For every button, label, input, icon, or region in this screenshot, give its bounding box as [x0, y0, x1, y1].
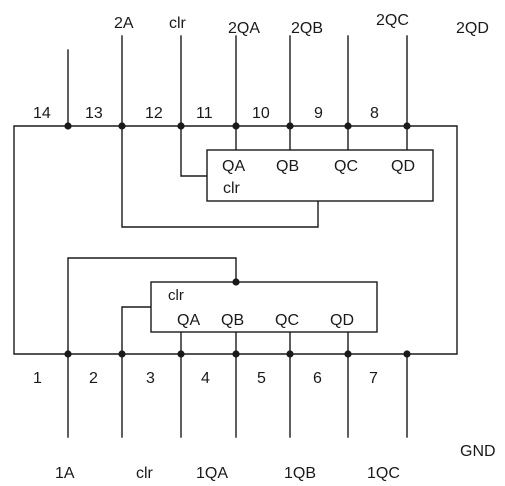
- pin-number: 9: [314, 105, 323, 122]
- top-signal-label: 2QA: [228, 20, 260, 37]
- pin-number: 11: [196, 105, 213, 122]
- upper-clr-label: clr: [223, 180, 241, 197]
- pin-number: 2: [89, 370, 98, 387]
- lower-qc-label: QC: [275, 312, 299, 329]
- junction-dot: [64, 122, 72, 130]
- bottom-signal-label: clr: [136, 465, 154, 482]
- bottom-signal-label: 1QC: [367, 465, 400, 482]
- lower-clr-label: clr: [168, 287, 184, 304]
- junction-dot: [118, 122, 126, 130]
- top-signal-label: 2A: [114, 15, 134, 32]
- junction-dot: [177, 122, 185, 130]
- junction-dot: [344, 122, 352, 130]
- pin-number: 8: [370, 105, 379, 122]
- pin-number: 5: [257, 370, 266, 387]
- pin-number: 1: [33, 370, 42, 387]
- junction-dot: [177, 350, 185, 358]
- top-signal-label: 2QD: [456, 20, 489, 37]
- top-signal-label: clr: [169, 15, 187, 32]
- lower-qb-label: QB: [221, 312, 244, 329]
- upper-qa-label: QA: [222, 158, 245, 175]
- lower-qa-label: QA: [177, 312, 200, 329]
- junction-dot: [344, 350, 352, 358]
- upper-qc-label: QC: [334, 158, 358, 175]
- clr-lower-wire: [121, 306, 152, 355]
- lower-counter-box: [150, 281, 378, 333]
- pin-number: 12: [145, 105, 163, 122]
- junction-dot: [286, 350, 294, 358]
- bottom-signal-label: 1QA: [196, 465, 228, 482]
- junction-dot: [232, 122, 240, 130]
- junction-dot: [286, 122, 294, 130]
- upper-counter-box: [206, 149, 434, 202]
- pin-number: 13: [85, 105, 103, 122]
- junction-dot: [403, 350, 411, 358]
- input-1a-wire: [67, 257, 237, 355]
- pin-number: 7: [369, 370, 378, 387]
- clr-upper-wire: [180, 125, 208, 177]
- gnd-label: GND: [460, 443, 496, 460]
- pin-number: 6: [313, 370, 322, 387]
- top-signal-label: 2QC: [376, 12, 409, 29]
- pin-number: 4: [201, 370, 210, 387]
- junction-dot: [118, 350, 126, 358]
- input-2a-wire: [121, 125, 319, 228]
- top-signal-label: 2QB: [291, 20, 323, 37]
- junction-dot: [403, 122, 411, 130]
- junction-dot: [64, 350, 72, 358]
- bottom-signal-label: 1A: [55, 465, 75, 482]
- junction-dot: [232, 350, 240, 358]
- lower-qd-label: QD: [330, 312, 354, 329]
- pin-number: 10: [252, 105, 270, 122]
- pin-number: 14: [33, 105, 51, 122]
- upper-qd-label: QD: [391, 158, 415, 175]
- junction-dot: [232, 278, 240, 286]
- bottom-signal-label: 1QB: [284, 465, 316, 482]
- pin-number: 3: [146, 370, 155, 387]
- upper-qb-label: QB: [276, 158, 299, 175]
